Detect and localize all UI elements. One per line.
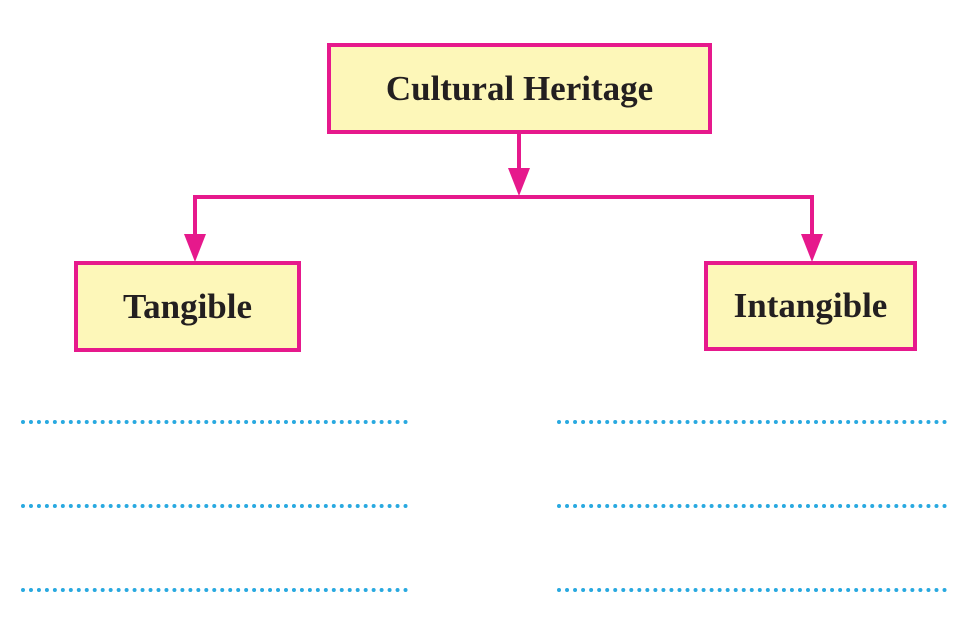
tangible-answer-line-1[interactable]	[21, 420, 408, 424]
arrowhead-right-down	[801, 234, 823, 262]
root-node-box: Cultural Heritage	[327, 43, 712, 134]
intangible-answer-line-3[interactable]	[557, 588, 947, 592]
arrowhead-root-down	[508, 168, 530, 196]
tangible-node-label: Tangible	[122, 286, 253, 326]
intangible-node-label: Intangible	[733, 286, 888, 325]
tangible-answer-line-2[interactable]	[21, 504, 408, 508]
arrowhead-left-down	[184, 234, 206, 262]
tangible-answer-line-3[interactable]	[21, 588, 408, 592]
tangible-node-box: Tangible	[74, 261, 301, 352]
intangible-answer-line-1[interactable]	[557, 420, 947, 424]
intangible-node-box: Intangible	[704, 261, 917, 351]
intangible-answer-line-2[interactable]	[557, 504, 947, 508]
root-node-label: Cultural Heritage	[385, 68, 654, 108]
